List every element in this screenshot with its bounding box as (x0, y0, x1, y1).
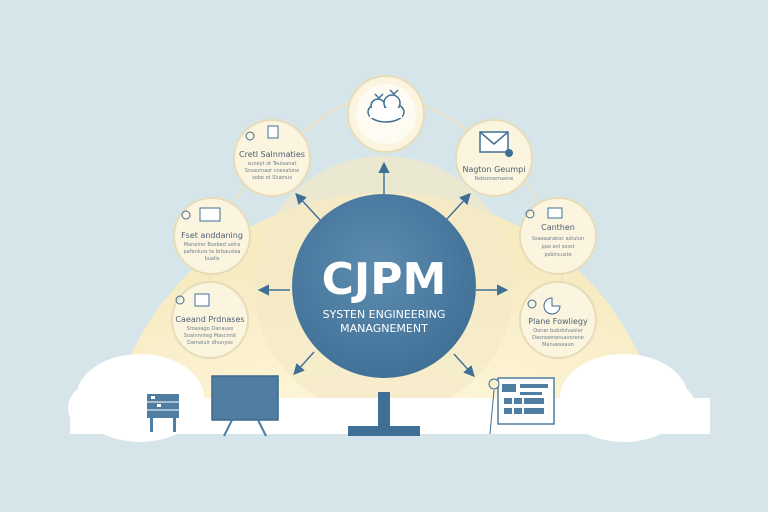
node-lower-right-line-1: Dasnowneruavorene (532, 335, 584, 341)
node-top-left-line-0: suneyt ot Teulsanat (248, 161, 297, 167)
node-mid-right-icon (547, 207, 563, 219)
node-mid-left-badge (181, 210, 191, 220)
node-mid-left-title: Fset anddaning (181, 231, 243, 240)
center-subtitle-line1: SYSTEN ENGINEERING (323, 308, 446, 321)
spreadsheet-icon (497, 377, 555, 425)
email-icon (479, 131, 513, 157)
node-lower-left-line-0: Sroasago Danaues (187, 326, 234, 332)
center-title: CJPM (322, 254, 447, 305)
stand-icon (348, 392, 420, 436)
node-mid-left-line-2: bualis (205, 256, 220, 262)
node-mid-right-line-1: ppe anl sosst (541, 244, 574, 250)
node-top-left-title: Cretl Salnmaties (239, 150, 305, 159)
center-subtitle-line2: MANAGNEMENT (340, 322, 428, 335)
node-mid-right-badge (525, 209, 535, 219)
arrow-upper-right (445, 192, 471, 221)
server-rack-icon (147, 394, 179, 432)
arrow-lower-right (453, 353, 475, 378)
node-mid-left-line-0: Manelrer Bosbed uelra (184, 242, 241, 248)
node-lower-left-badge (175, 295, 185, 305)
node-lower-right-title: Plane Fowliegy (528, 317, 588, 326)
monitor-icon (211, 375, 279, 437)
node-lower-right: Plane Fowliegy Oonar bubdolvaolar Dasnow… (519, 281, 597, 359)
node-top-left-line-2: sobe ot Sluenus (252, 175, 292, 181)
node-top (347, 75, 425, 153)
bulb-pin-icon (488, 378, 500, 435)
cloud-bank (68, 354, 710, 442)
node-top-right-title: Nagton Geumpi (463, 165, 526, 174)
arrows (257, 161, 509, 378)
node-lower-right-line-2: Manueseaun (542, 342, 574, 348)
node-top-left-line-1: Sroaumaor coesalune (245, 168, 299, 174)
node-lower-left-icon (194, 293, 210, 307)
cloud-icon (367, 89, 405, 123)
node-top-right: Nagton Geumpi Rebsonemaene (455, 119, 533, 197)
node-lower-left-line-2: Damaluir dhunyos (187, 340, 233, 346)
node-mid-left-icon (199, 207, 221, 222)
center-circle (292, 194, 476, 378)
node-lower-right-badge (527, 299, 537, 309)
arrow-upper-left (295, 192, 321, 221)
arrow-lower-left (293, 351, 315, 376)
node-top-right-line-0: Rebsonemaene (475, 176, 514, 182)
node-top-left: Cretl Salnmaties suneyt ot Teulsanat Sro… (233, 119, 311, 197)
node-mid-left: Fset anddaning Manelrer Bosbed uelra paf… (173, 197, 251, 275)
node-mid-right-title: Canthen (541, 223, 575, 232)
node-lower-right-icon (543, 297, 561, 315)
lightbulb-icon (245, 125, 279, 141)
node-mid-right-line-2: psblncuste (544, 252, 571, 258)
node-lower-left-title: Caeand Prdnases (175, 315, 244, 324)
node-mid-right: Canthen Ssaeaaraboc astulun ppe anl soss… (519, 197, 597, 275)
node-lower-left-line-1: Soalnnnteg Mascnnit (184, 333, 236, 339)
node-mid-left-line-1: pafenluss ta brbauslea (184, 249, 241, 255)
node-mid-right-line-0: Ssaeaaraboc astulun (532, 236, 584, 242)
node-lower-left: Caeand Prdnases Sroasago Danaues Soalnnn… (171, 281, 249, 359)
node-lower-right-line-0: Oonar bubdolvaolar (533, 328, 584, 334)
